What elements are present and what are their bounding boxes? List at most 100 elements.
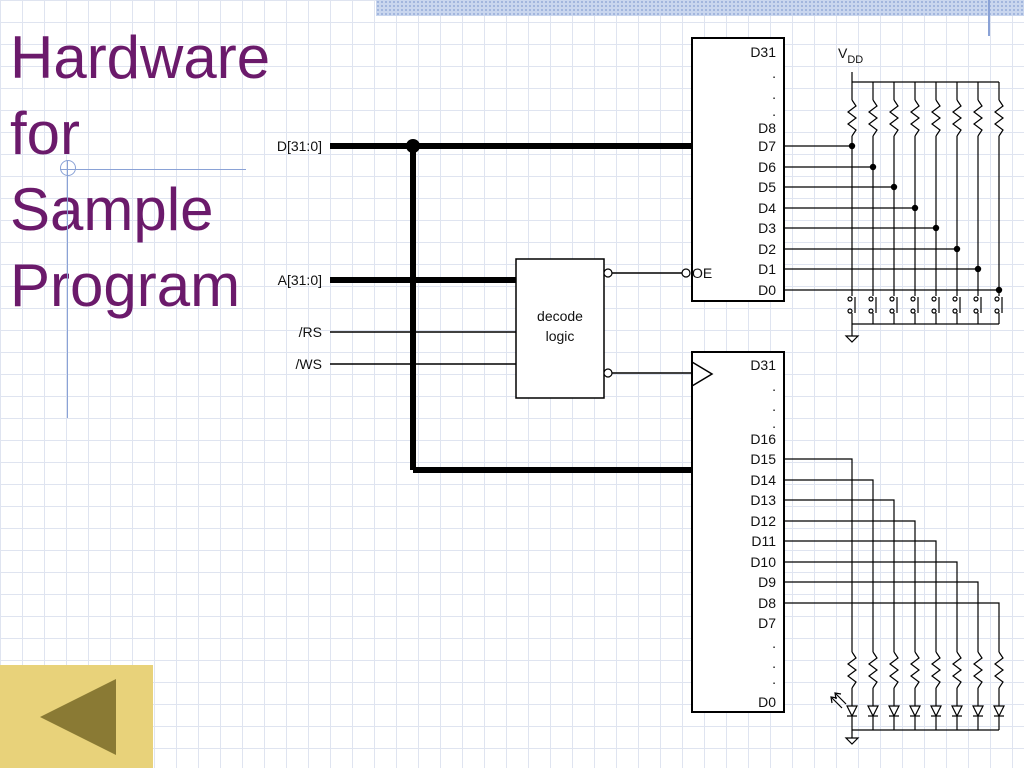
input-pin-label: D0 [758,282,776,298]
switch-contact [973,296,979,302]
output-pin-label: . [772,635,776,651]
led-resistor [868,651,878,689]
switch-contact [931,296,937,302]
output-pin-label: . [772,415,776,431]
output-pin-wire [784,520,916,652]
junction-dot [932,224,940,232]
input-pin-label: D2 [758,241,776,257]
led-diode-icon [909,705,921,718]
output-enable-bubble [681,268,691,278]
output-pin-label: D14 [750,472,776,488]
read-strobe-label: /RS [299,324,322,340]
led-resistor [847,651,857,689]
led-resistor [910,651,920,689]
led-diode-icon [993,705,1005,718]
output-pin-label: D15 [750,451,776,467]
switch-contact [847,296,853,302]
output-pin-label: D8 [758,595,776,611]
triangle-left-icon [40,679,116,755]
output-pin-label: . [772,655,776,671]
junction-dot [911,204,919,212]
bus-junction-dot [406,139,420,153]
slide-title: Hardware for Sample Program [10,24,271,319]
switch-contact [931,308,937,314]
output-pin-label: D16 [750,431,776,447]
output-pin-wire [784,581,979,652]
supply-label: VDD [838,45,863,66]
input-pin-label: D5 [758,179,776,195]
led-diode-icon [888,705,900,718]
ground-symbol [844,335,860,343]
top-decorative-band [376,0,1024,16]
ground-symbol [844,737,860,745]
switch-contact [868,296,874,302]
input-pin-label: . [772,86,776,102]
output-pin-label: . [772,378,776,394]
output-pin-wire [784,540,937,652]
input-pin-label: D7 [758,138,776,154]
junction-dot [974,265,982,273]
output-pin-label: D0 [758,694,776,710]
switch-contact [973,308,979,314]
decode-output-bubble-read [603,268,613,278]
output-pin-label: D31 [750,357,776,373]
light-arrow-head [834,692,842,700]
pullup-resistor [868,99,878,137]
output-pin-label: D11 [751,533,776,549]
output-pin-wire [784,561,958,652]
pullup-resistor [994,99,1004,137]
pullup-resistor [889,99,899,137]
output-pin-label: . [772,671,776,687]
output-pin-label: D9 [758,574,776,590]
switch-contact [994,308,1000,314]
output-pin-wire [784,602,1000,652]
output-pin-wire [784,499,895,652]
light-arrow-icon [835,693,847,705]
switch-contact [910,308,916,314]
decorative-vertical-line [67,160,68,418]
switch-contact [847,308,853,314]
led-diode-icon [951,705,963,718]
output-pin-label: D12 [750,513,776,529]
output-enable-label: OE [692,265,712,281]
switch-contact [889,308,895,314]
output-pin-label: D10 [750,554,776,570]
switch-contact [952,296,958,302]
output-port-chip [691,351,785,713]
clock-triangle [691,361,714,387]
pullup-resistor [931,99,941,137]
switch-contact [952,308,958,314]
decode-logic-label-line2: logic [546,328,575,344]
input-pin-label: D1 [758,261,776,277]
led-diode-icon [972,705,984,718]
pullup-resistor [952,99,962,137]
pullup-resistor [847,99,857,137]
led-resistor [931,651,941,689]
decorative-horizontal-line [60,169,246,170]
decode-output-bubble-write [603,368,613,378]
pullup-resistor [973,99,983,137]
back-button[interactable] [0,665,153,768]
input-pin-label: D4 [758,200,776,216]
output-pin-label: D13 [750,492,776,508]
led-diode-icon [930,705,942,718]
data-bus-label: D[31:0] [277,138,322,154]
address-bus-label: A[31:0] [278,272,322,288]
input-pin-label: D31 [750,44,776,60]
junction-dot [995,286,1003,294]
input-pin-label: . [772,103,776,119]
decode-logic-block [515,258,605,399]
write-strobe-label: /WS [296,356,322,372]
input-pin-label: D3 [758,220,776,236]
junction-dot [953,245,961,253]
led-resistor [889,651,899,689]
pullup-resistor [910,99,920,137]
light-arrow-head [830,696,838,704]
top-band-tick [988,0,990,36]
output-pin-label: D7 [758,615,776,631]
input-pin-label: D8 [758,120,776,136]
input-port-chip [691,37,785,302]
junction-dot [890,183,898,191]
led-resistor [994,651,1004,689]
